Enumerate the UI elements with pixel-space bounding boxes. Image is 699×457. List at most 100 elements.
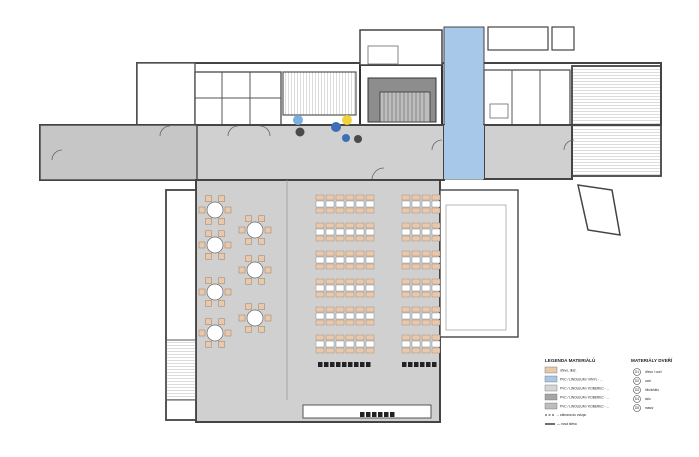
chair bbox=[245, 303, 252, 310]
chair bbox=[218, 195, 225, 202]
chair-dark bbox=[330, 362, 335, 367]
chair bbox=[205, 277, 212, 284]
desk-chair bbox=[401, 194, 411, 201]
desk-chair bbox=[401, 263, 411, 270]
desk bbox=[345, 312, 355, 320]
desk bbox=[355, 256, 365, 264]
round-table bbox=[206, 283, 224, 301]
desk-chair bbox=[335, 278, 345, 285]
desk bbox=[411, 256, 421, 264]
chair bbox=[224, 241, 232, 249]
desk-chair bbox=[365, 222, 375, 229]
desk-chair bbox=[411, 207, 421, 214]
desk bbox=[355, 284, 365, 292]
desk bbox=[411, 228, 421, 236]
legend-line-barrier: -- zábrana do vstupu bbox=[557, 413, 586, 417]
desk-chair bbox=[411, 250, 421, 257]
chair bbox=[198, 241, 206, 249]
legend-label: dřevo, dlaž. bbox=[560, 369, 577, 373]
door-code: D4 bbox=[635, 397, 639, 401]
chair bbox=[218, 218, 225, 225]
legend-label: PVC / LINOLEUM / KOBEREC - ... bbox=[560, 387, 609, 391]
upper-wing bbox=[136, 26, 662, 180]
desk-chair bbox=[345, 235, 355, 242]
desk-chair bbox=[431, 207, 441, 214]
desk-chair bbox=[345, 278, 355, 285]
desk-chair bbox=[431, 235, 441, 242]
desk-chair bbox=[365, 235, 375, 242]
chair-dark bbox=[402, 362, 407, 367]
desk bbox=[315, 228, 325, 236]
desk bbox=[345, 256, 355, 264]
chair bbox=[198, 206, 206, 214]
desk-chair bbox=[345, 222, 355, 229]
desk bbox=[315, 200, 325, 208]
desk-chair bbox=[325, 250, 335, 257]
chair bbox=[245, 255, 252, 262]
desk bbox=[401, 256, 411, 264]
desk bbox=[431, 256, 441, 264]
chair-dark bbox=[432, 362, 437, 367]
legend-label: PVC / LINOLEUM / VINYL - ... bbox=[560, 378, 603, 382]
chair-dark bbox=[318, 362, 323, 367]
desk bbox=[411, 284, 421, 292]
round-table bbox=[206, 236, 224, 254]
chair bbox=[218, 300, 225, 307]
desk-chair bbox=[335, 194, 345, 201]
desk bbox=[365, 340, 375, 348]
desk-chair bbox=[411, 263, 421, 270]
desk-chair bbox=[315, 319, 325, 326]
desk bbox=[401, 228, 411, 236]
desk bbox=[325, 284, 335, 292]
desk bbox=[345, 200, 355, 208]
desk-chair bbox=[345, 319, 355, 326]
desk bbox=[421, 312, 431, 320]
desk bbox=[401, 340, 411, 348]
round-table bbox=[246, 261, 264, 279]
desk-chair bbox=[421, 291, 431, 298]
desk-chair bbox=[345, 207, 355, 214]
desk bbox=[325, 312, 335, 320]
door-label: masiv bbox=[645, 406, 654, 410]
desk-chair bbox=[411, 222, 421, 229]
desk bbox=[315, 312, 325, 320]
chair bbox=[224, 206, 232, 214]
desk bbox=[431, 312, 441, 320]
desk bbox=[431, 340, 441, 348]
desk-chair bbox=[335, 263, 345, 270]
round-table bbox=[246, 221, 264, 239]
chair bbox=[205, 218, 212, 225]
desk bbox=[365, 200, 375, 208]
chair bbox=[245, 326, 252, 333]
desk bbox=[411, 312, 421, 320]
desk-chair bbox=[315, 278, 325, 285]
legend-label: PVC / LINOLEUM / KOBEREC - ... bbox=[560, 405, 609, 409]
legend-swatch bbox=[544, 402, 558, 410]
desk-chair bbox=[401, 207, 411, 214]
chair bbox=[218, 253, 225, 260]
desk-chair bbox=[411, 194, 421, 201]
desk bbox=[365, 256, 375, 264]
desk-chair bbox=[325, 291, 335, 298]
legend-label: PVC / LINOLEUM / KOBEREC - ... bbox=[560, 396, 609, 400]
legend-swatch bbox=[544, 393, 558, 401]
chair bbox=[205, 230, 212, 237]
desk bbox=[315, 256, 325, 264]
desk-chair bbox=[325, 222, 335, 229]
chair bbox=[245, 215, 252, 222]
chair bbox=[224, 288, 232, 296]
desk-chair bbox=[315, 207, 325, 214]
door-label: dřevo / ocel bbox=[645, 370, 662, 374]
desk bbox=[431, 284, 441, 292]
round-table bbox=[206, 324, 224, 342]
desk-chair bbox=[421, 334, 431, 341]
desk-chair bbox=[325, 278, 335, 285]
chair-dark bbox=[324, 362, 329, 367]
desk bbox=[421, 340, 431, 348]
desk-chair bbox=[401, 347, 411, 354]
desk-chair bbox=[411, 235, 421, 242]
door-code-circle bbox=[633, 368, 641, 376]
chair-dark bbox=[366, 362, 371, 367]
desk bbox=[355, 228, 365, 236]
